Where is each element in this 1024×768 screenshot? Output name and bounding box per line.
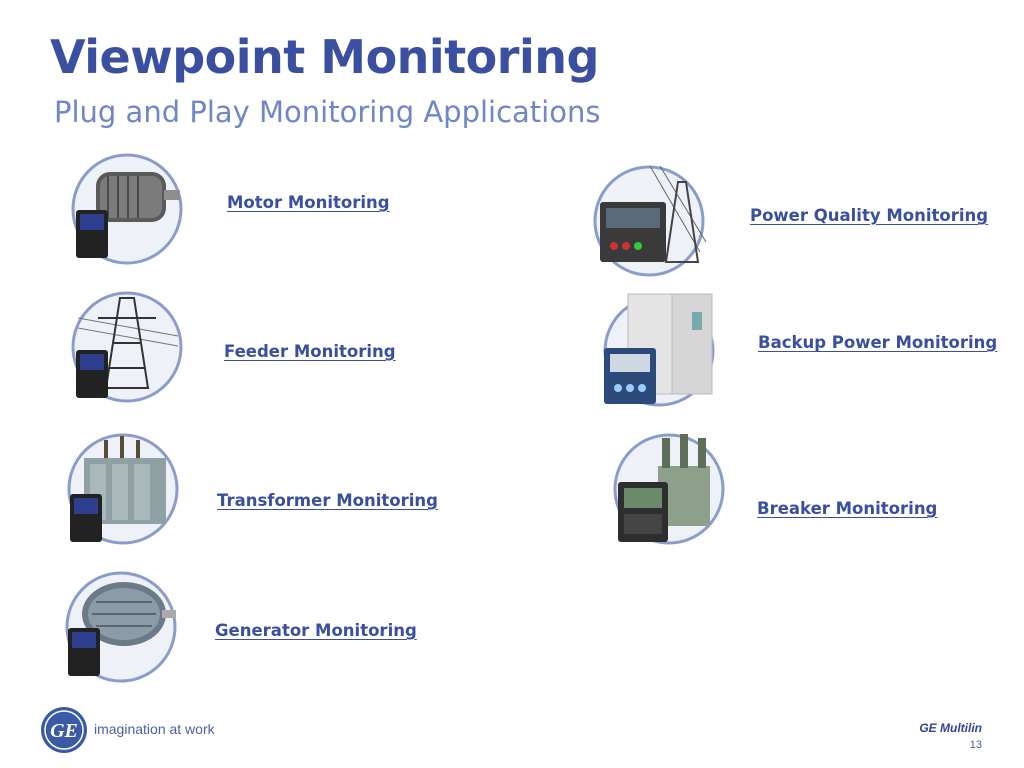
motor-monitoring-link[interactable]: Motor Monitoring [227, 193, 390, 212]
ge-logo-icon: GE [40, 706, 88, 754]
generator-monitoring-link[interactable]: Generator Monitoring [215, 621, 417, 640]
backup-power-monitoring-link[interactable]: Backup Power Monitoring [758, 333, 998, 352]
transformer-monitoring-link[interactable]: Transformer Monitoring [217, 491, 438, 510]
feeder-tower-icon [68, 288, 186, 406]
generator-icon [62, 568, 180, 686]
power-quality-icon [590, 162, 708, 280]
breaker-icon [610, 430, 728, 548]
footer-brand: GE Multilin [919, 721, 982, 735]
svg-text:GE: GE [50, 720, 78, 742]
feeder-monitoring-link[interactable]: Feeder Monitoring [224, 342, 396, 361]
slide-title: Viewpoint Monitoring [50, 30, 599, 84]
backup-power-icon [600, 292, 718, 410]
slide-subtitle: Plug and Play Monitoring Applications [54, 95, 601, 129]
footer-tagline: imagination at work [94, 721, 215, 737]
motor-icon [68, 150, 186, 268]
page-number: 13 [969, 739, 982, 751]
power-quality-monitoring-link[interactable]: Power Quality Monitoring [750, 206, 989, 225]
transformer-icon [64, 430, 182, 548]
breaker-monitoring-link[interactable]: Breaker Monitoring [757, 499, 938, 518]
